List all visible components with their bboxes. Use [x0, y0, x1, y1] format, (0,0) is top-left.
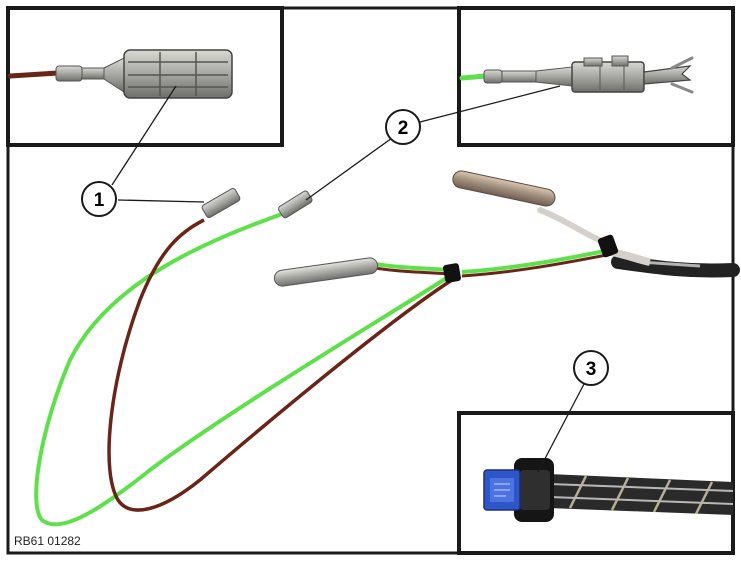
terminal-blade: [278, 190, 313, 219]
callout-2-label: 2: [398, 118, 409, 139]
callout-1-label: 1: [94, 190, 105, 211]
reference-code: RB61 01282: [14, 534, 81, 548]
terminal-receptacle: [201, 188, 241, 218]
callout-3-label: 3: [586, 359, 597, 380]
inset-terminal-1: [6, 6, 284, 147]
callout-1: 1: [81, 181, 117, 217]
inset-connector-3: [457, 411, 735, 555]
inset-terminal-2: [457, 6, 735, 147]
leader-lines: [111, 85, 585, 473]
temperature-probe-upper: [452, 170, 556, 207]
callout-3: 3: [573, 350, 609, 386]
wire-harness: [34, 207, 740, 527]
callout-2: 2: [385, 109, 421, 145]
temperature-probe-lower: [273, 257, 379, 287]
